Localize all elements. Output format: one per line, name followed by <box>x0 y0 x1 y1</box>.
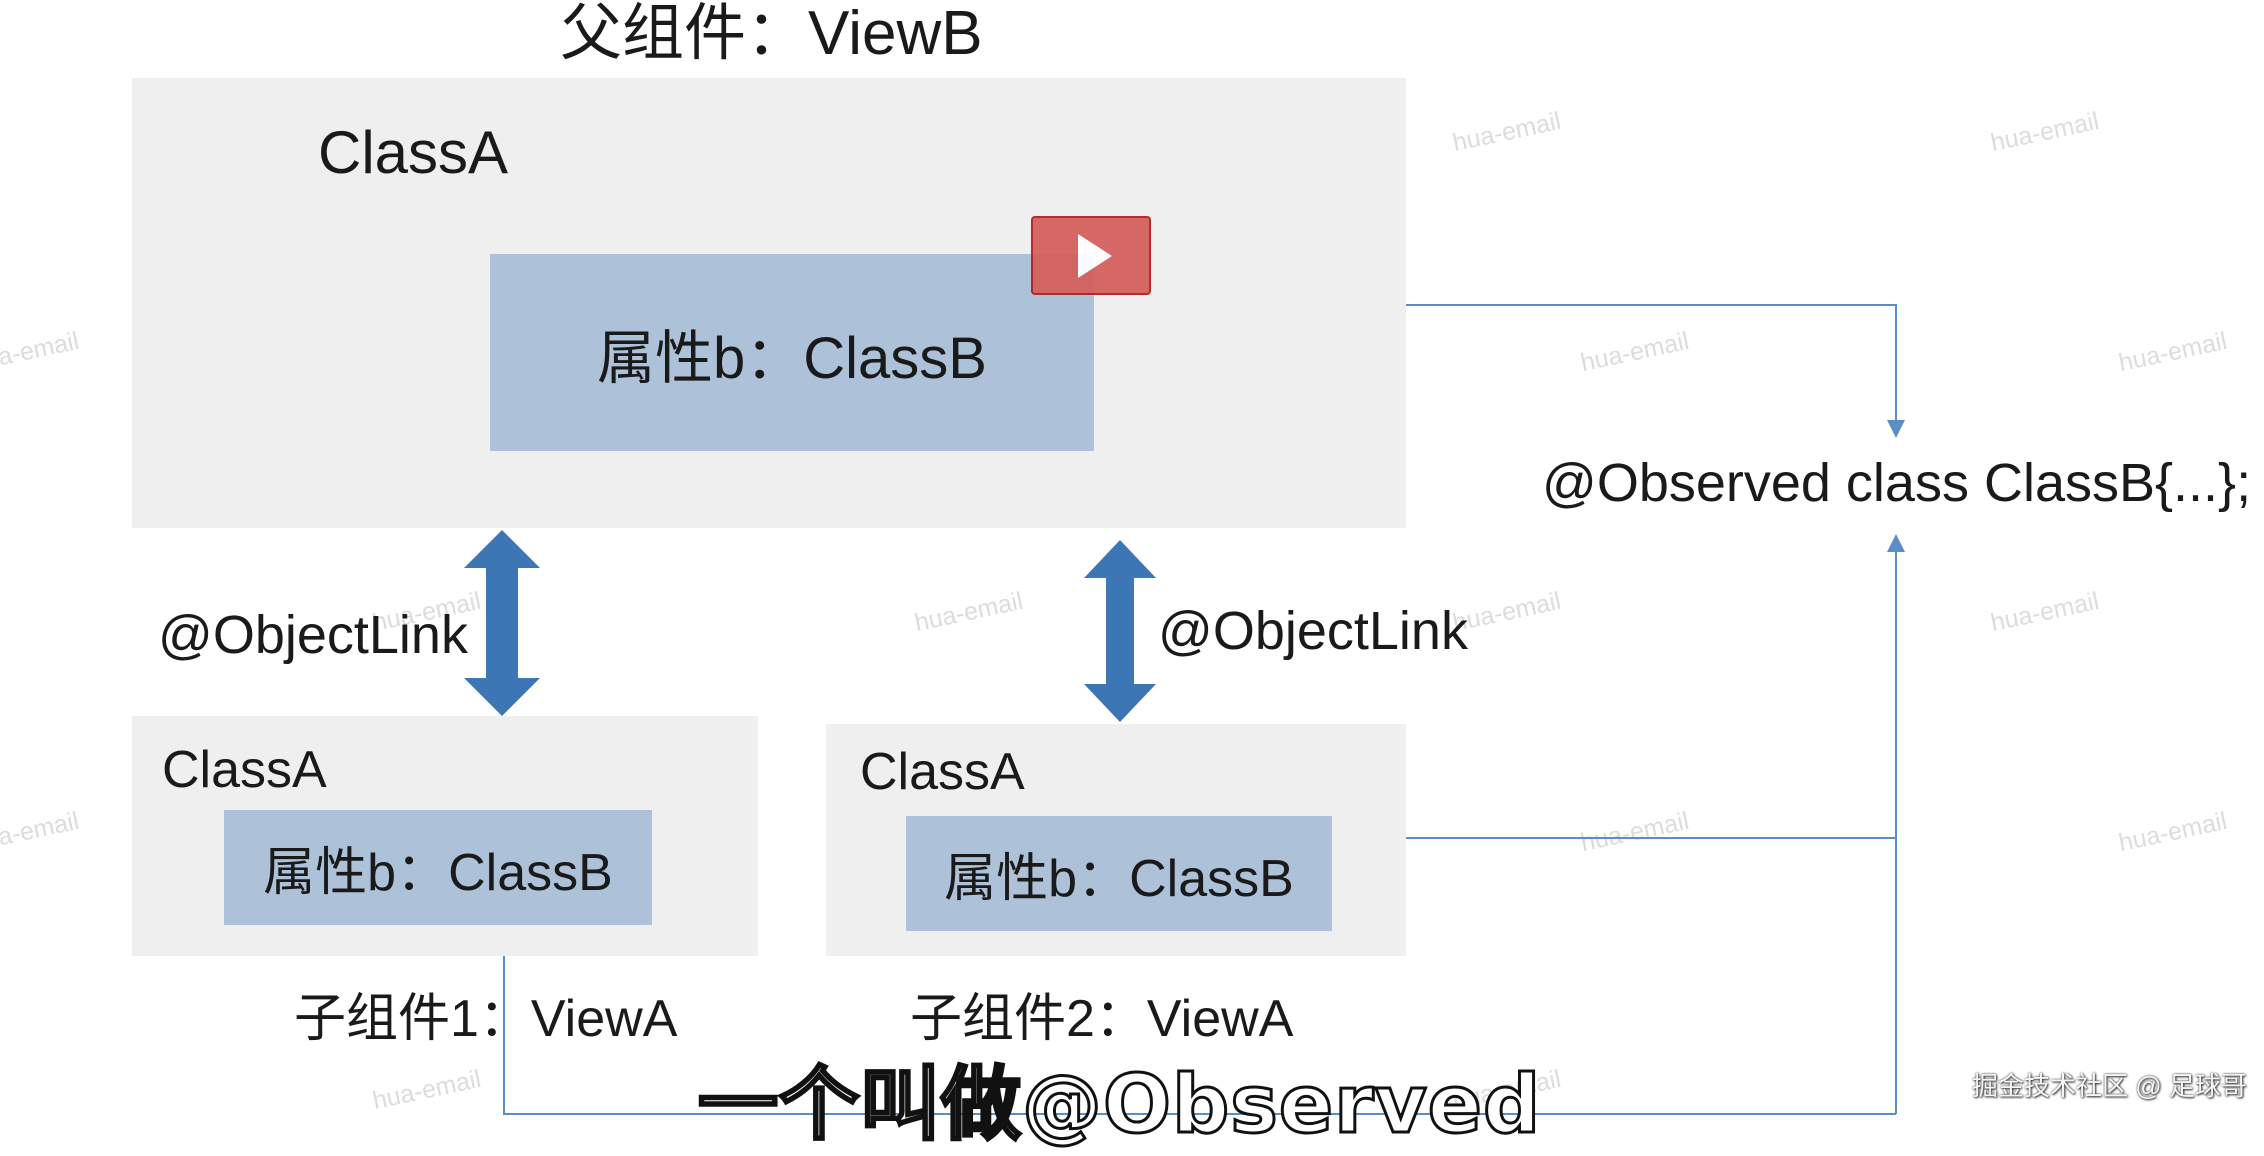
parent-property-label: 属性b：ClassB <box>597 325 987 391</box>
child2-property-label: 属性b：ClassB <box>944 850 1294 908</box>
connector-lines <box>464 304 1905 1115</box>
observed-down-arrowhead <box>1887 420 1905 438</box>
objectlink-arrow-left <box>464 530 540 716</box>
child2-classA-box: ClassA 属性b：ClassB <box>826 724 1406 956</box>
child1-class-label: ClassA <box>162 741 327 799</box>
child1-connector-line <box>503 956 1896 1115</box>
objectlink-label-left: @ObjectLink <box>158 605 468 665</box>
play-icon <box>1078 233 1112 278</box>
observed-class-label: @Observed class ClassB{...}; <box>1542 453 2252 513</box>
child2-property-box: 属性b：ClassB <box>906 816 1332 931</box>
objectlink-arrow-right <box>1084 540 1156 722</box>
parent-to-observed-line <box>1406 304 1897 432</box>
child1-property-box: 属性b：ClassB <box>224 810 652 925</box>
child1-classA-box: ClassA 属性b：ClassB <box>132 716 758 956</box>
observed-up-arrowhead <box>1887 534 1905 552</box>
child1-caption: 子组件1：ViewA <box>294 990 678 1048</box>
child2-caption: 子组件2：ViewA <box>910 990 1294 1048</box>
child2-class-label: ClassA <box>860 743 1025 801</box>
parent-component-title: 父组件：ViewB <box>560 0 983 68</box>
video-play-button[interactable] <box>1031 216 1151 295</box>
parent-classA-box: ClassA 属性b：ClassB <box>132 78 1406 528</box>
objectlink-label-right: @ObjectLink <box>1158 601 1468 661</box>
parent-class-label: ClassA <box>318 119 509 186</box>
parent-property-box: 属性b：ClassB <box>490 254 1094 451</box>
child1-property-label: 属性b：ClassB <box>263 844 613 902</box>
video-subtitle: 一个叫做@Observed <box>696 1057 1542 1153</box>
credit-text: 掘金技术社区 @ 足球哥 <box>1972 1071 2247 1101</box>
